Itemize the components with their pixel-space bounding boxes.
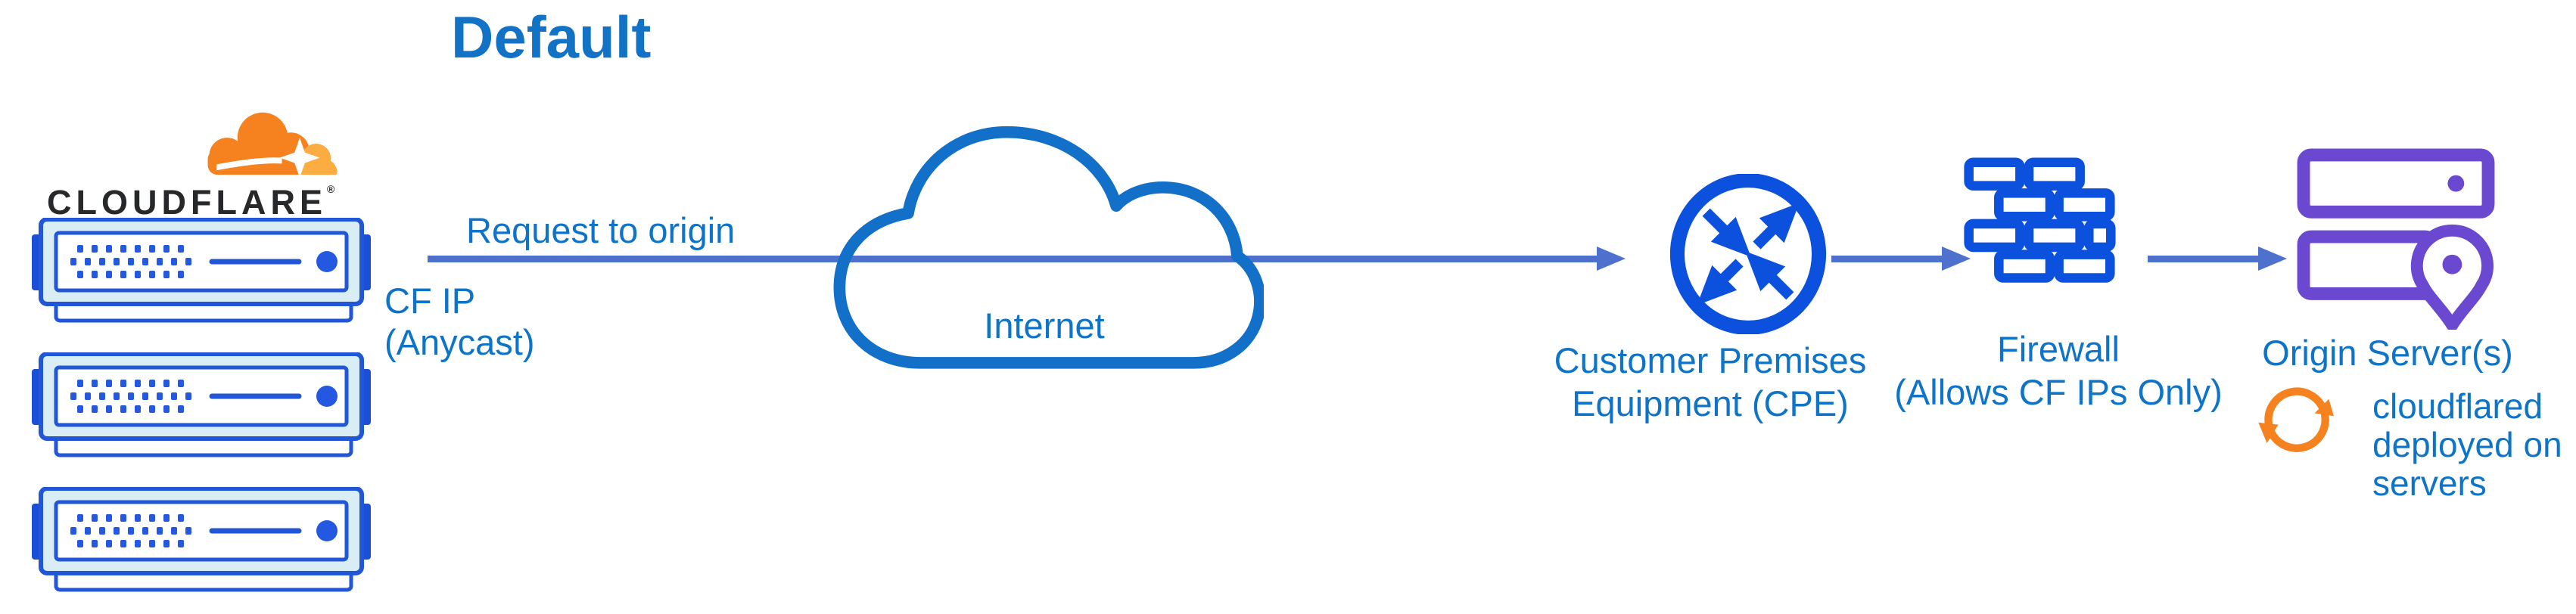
cf-ip-anycast-label: CF IP (Anycast) <box>384 280 535 363</box>
edge-server-icon <box>32 487 371 592</box>
firewall-icon <box>1964 157 2116 283</box>
firewall-label-line1: Firewall <box>1997 329 2120 369</box>
cloudflared-note-line1: cloudflared <box>2372 386 2543 426</box>
cloudflared-note-line2: deployed on <box>2372 425 2562 464</box>
page-title: Default <box>451 4 652 70</box>
origin-server-icon <box>2297 148 2495 330</box>
cloudflared-note: cloudflared deployed on servers <box>2372 387 2562 503</box>
cloudflared-note-line3: servers <box>2372 464 2487 503</box>
cpe-label-line1: Customer Premises <box>1554 340 1867 380</box>
cpe-label-line2: Equipment (CPE) <box>1572 383 1849 423</box>
flow-arrow-head <box>1942 247 1971 271</box>
sync-icon <box>2258 387 2334 452</box>
cpe-label: Customer Premises Equipment (CPE) <box>1536 339 1884 425</box>
firewall-label: Firewall (Allows CF IPs Only) <box>1875 327 2242 414</box>
internet-cloud-icon <box>833 126 1264 369</box>
edge-server-icon <box>32 218 371 323</box>
flow-arrow-line <box>1831 256 1943 262</box>
cf-ip-line1: CF IP <box>384 281 476 321</box>
flow-arrow-head <box>2258 247 2287 271</box>
flow-arrow-line <box>428 256 1598 262</box>
cloudflare-wordmark-text: CLOUDFLARE <box>47 183 327 222</box>
origin-server-label: Origin Server(s) <box>2262 333 2513 373</box>
flow-arrow-line <box>2148 256 2260 262</box>
registered-mark: ® <box>326 183 335 195</box>
edge-server-icon <box>32 352 371 457</box>
cpe-router-icon <box>1669 174 1827 334</box>
internet-label: Internet <box>984 305 1105 346</box>
cloudflare-wordmark: CLOUDFLARE® <box>47 183 334 222</box>
request-to-origin-label: Request to origin <box>466 210 736 250</box>
cloudflare-logo-icon <box>207 112 338 178</box>
flow-arrow-head <box>1597 247 1626 271</box>
firewall-label-line2: (Allows CF IPs Only) <box>1894 372 2223 412</box>
cf-ip-line2: (Anycast) <box>384 322 535 362</box>
